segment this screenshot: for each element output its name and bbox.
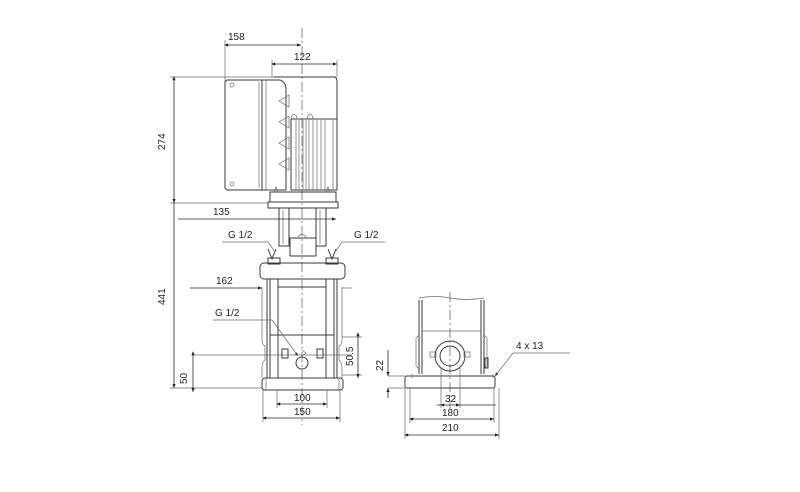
terminal-box <box>224 79 290 191</box>
label-drain: G 1/2 <box>215 308 240 319</box>
motor-body <box>290 114 338 191</box>
dim-port-offset: 50.5 <box>345 346 356 366</box>
dim-coupling-width: 135 <box>213 207 230 218</box>
dim-hole-spacing: 180 <box>442 408 459 419</box>
dim-port-diameter: 32 <box>445 394 457 405</box>
dimension-lines <box>170 40 385 422</box>
label-mounting-holes: 4 x 13 <box>516 341 544 352</box>
dim-motor-width-total: 158 <box>228 32 245 43</box>
side-base <box>404 375 496 389</box>
dim-motor-height: 274 <box>157 133 168 150</box>
side-view <box>386 292 570 439</box>
dim-motor-width-right: 122 <box>294 52 311 63</box>
front-view <box>170 28 385 425</box>
dim-inlet-height: 50 <box>179 372 190 384</box>
dim-base-height: 22 <box>375 359 386 371</box>
pump-head <box>259 262 346 280</box>
coupling <box>278 207 327 257</box>
dim-base-outer: 150 <box>294 407 311 418</box>
dim-pump-height: 441 <box>157 288 168 305</box>
motor-top <box>274 76 338 120</box>
motor-flange <box>267 186 339 209</box>
dim-base-inner: 100 <box>294 393 311 404</box>
pump-base <box>261 377 344 391</box>
label-left-vent: G 1/2 <box>228 230 253 241</box>
vent-plugs <box>267 248 339 265</box>
dim-base-length: 210 <box>442 423 459 434</box>
label-right-vent: G 1/2 <box>354 230 379 241</box>
dim-chamber-width: 162 <box>216 276 233 287</box>
